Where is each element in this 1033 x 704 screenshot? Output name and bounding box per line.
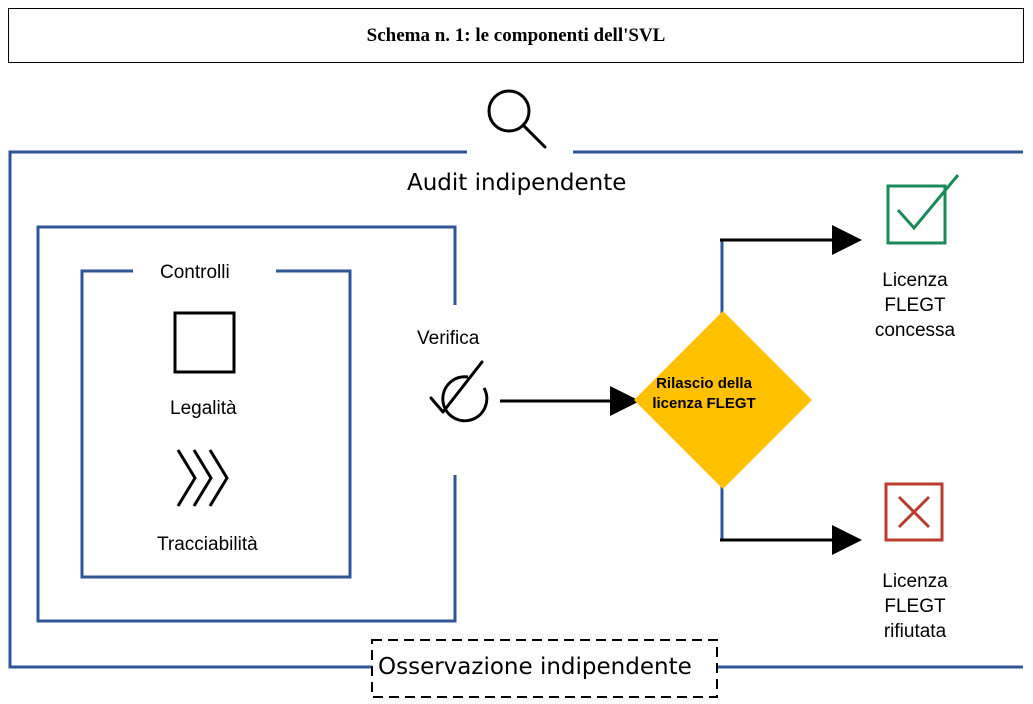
controls-frame [80, 269, 352, 579]
square-icon [173, 311, 236, 374]
checkbox-x-icon [884, 482, 944, 542]
verification-label: Verifica [417, 328, 480, 349]
traceability-label: Tracciabilità [157, 534, 258, 555]
verification-frame [36, 225, 457, 623]
license-refused-label: Licenza FLEGT rifiutata [882, 571, 948, 642]
decision-diamond [634, 311, 812, 489]
diagram-title-box: Schema n. 1: le componenti dell'SVL [8, 8, 1024, 63]
chevrons-icon [176, 449, 229, 507]
observation-label: Osservazione indipendente [378, 654, 692, 680]
decision-label: Rilascio della licenza FLEGT [652, 375, 756, 412]
legality-label: Legalità [170, 398, 237, 419]
checkbox-checked-icon [886, 174, 960, 245]
check-circle-icon [429, 360, 489, 423]
diagram-title: Schema n. 1: le componenti dell'SVL [366, 24, 666, 46]
audit-frame [8, 150, 1023, 669]
observation-dashed-box [371, 639, 718, 698]
audit-label: Audit indipendente [407, 170, 627, 196]
license-granted-label: Licenza FLEGT concessa [874, 270, 956, 341]
controls-label: Controlli [160, 262, 230, 283]
magnifier-icon [487, 89, 547, 149]
